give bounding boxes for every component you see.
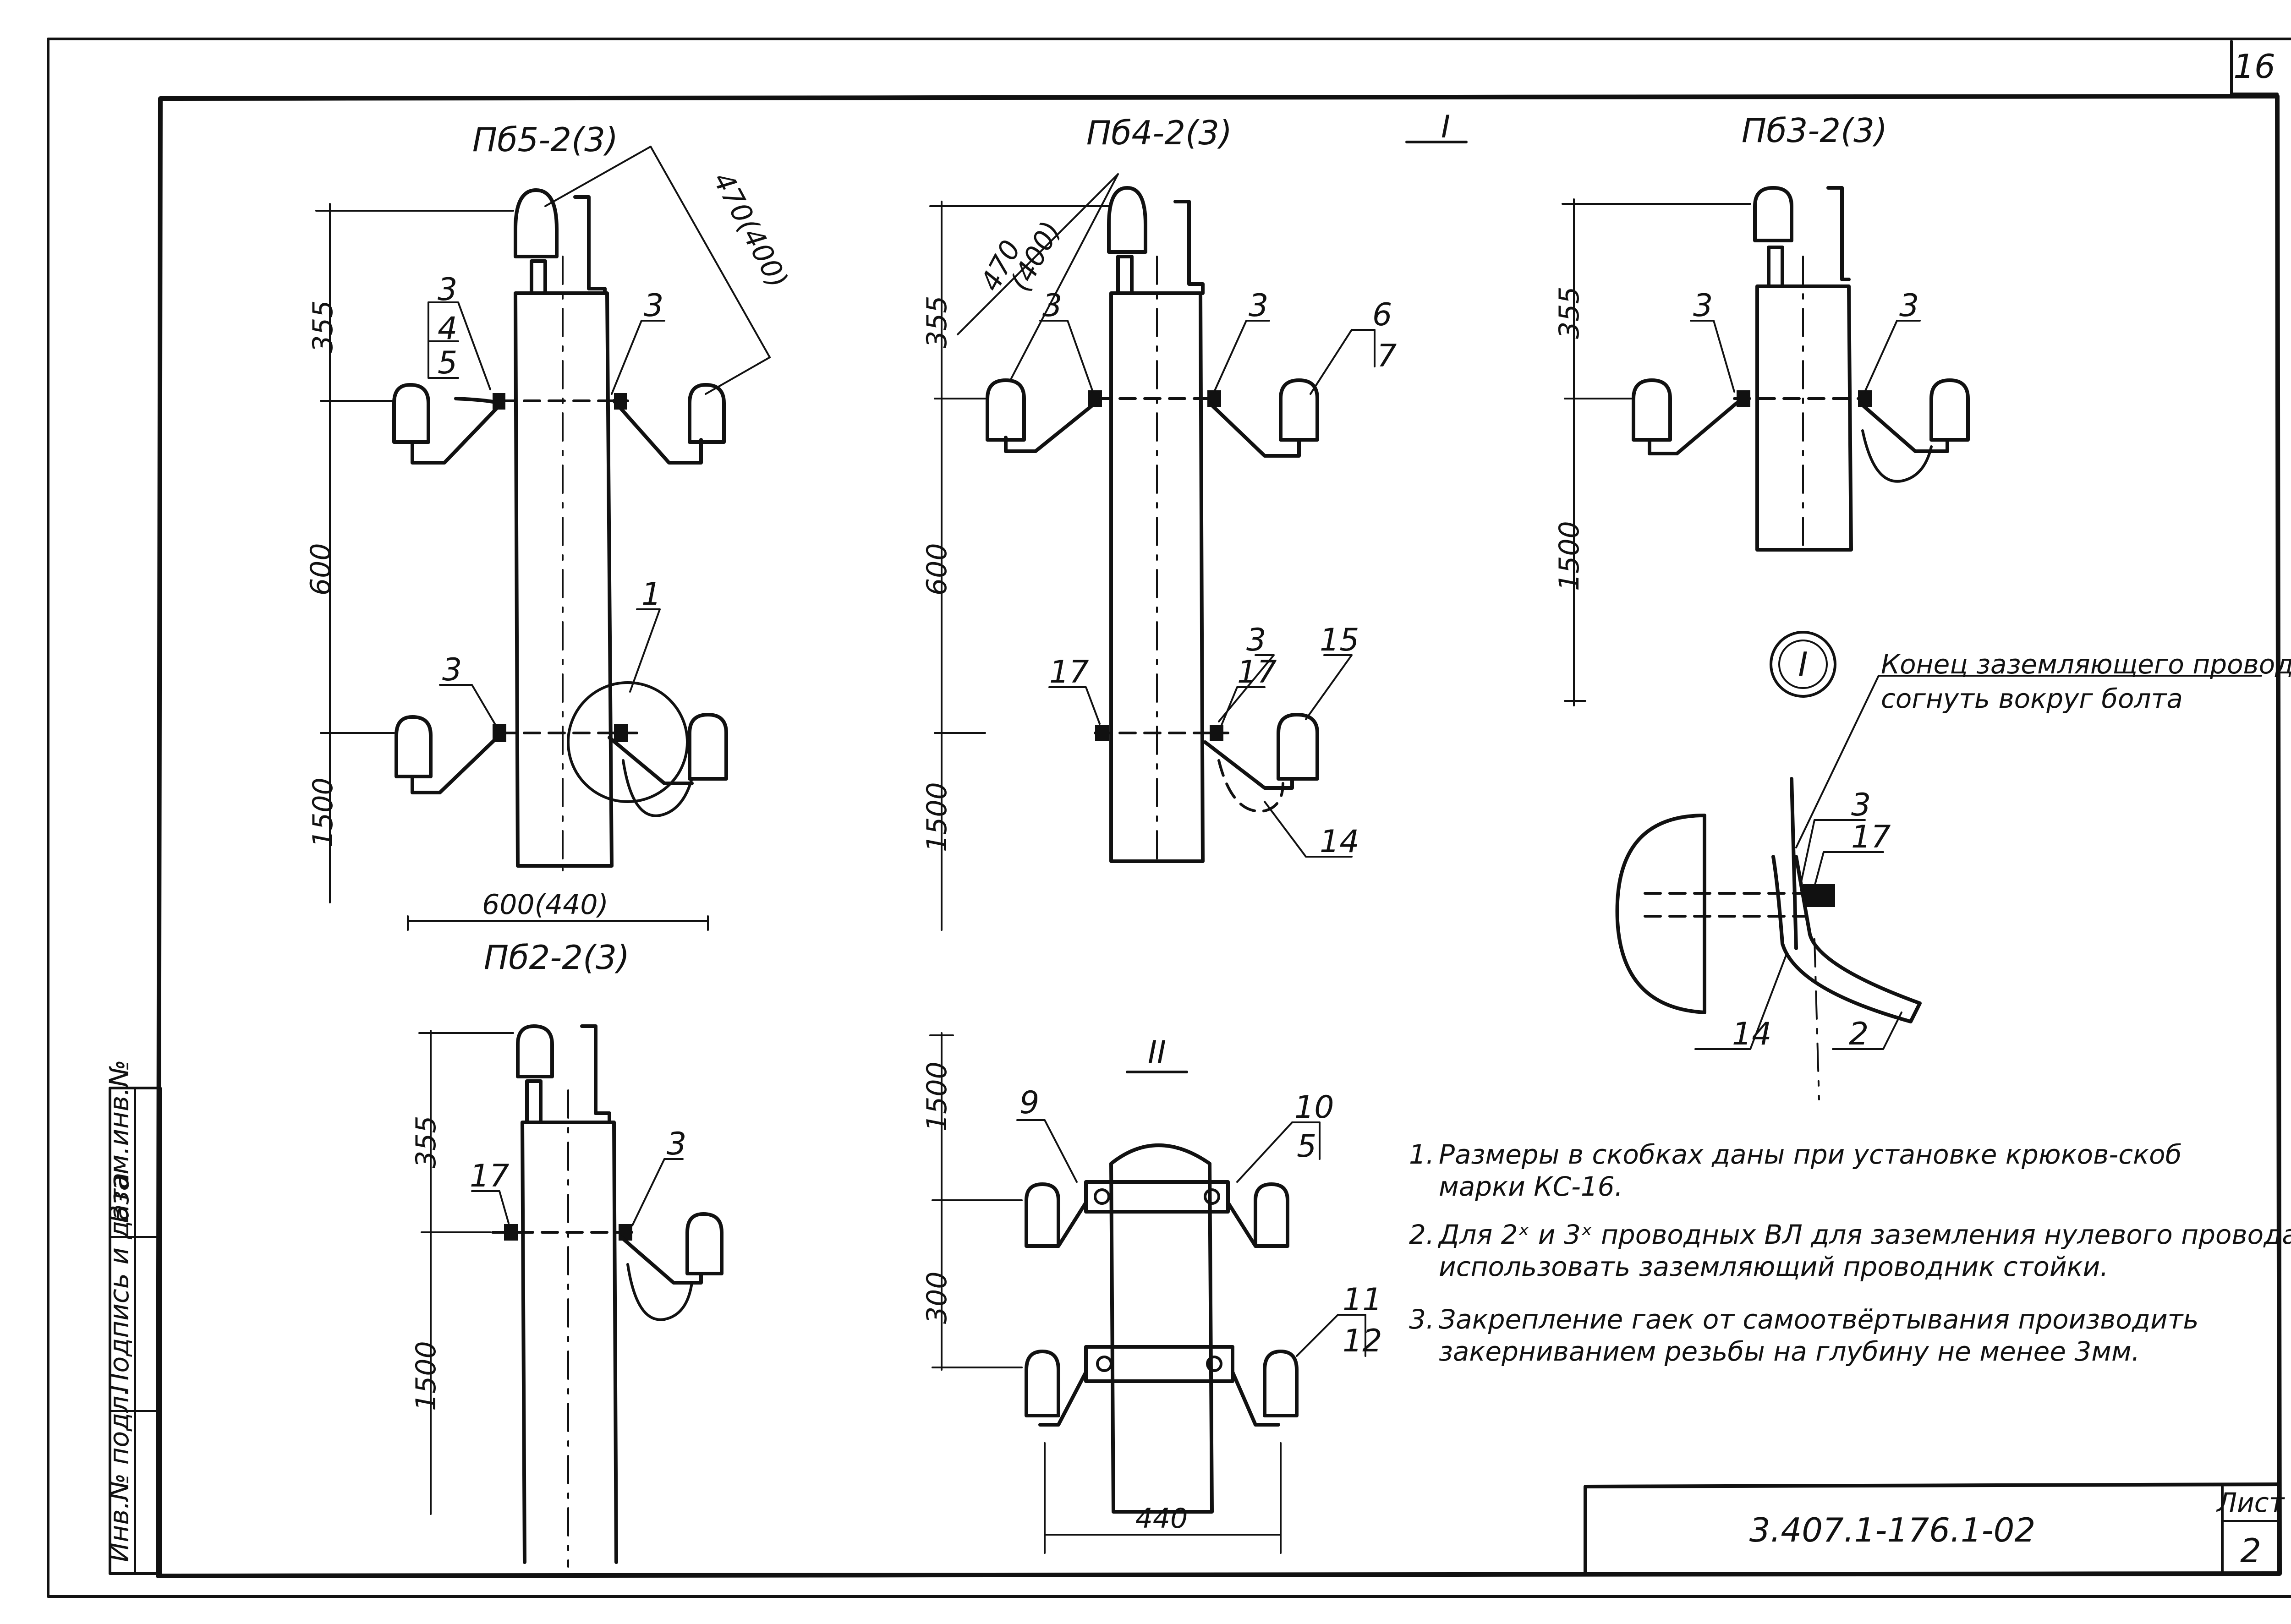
dim-pb3-355: 355	[1553, 286, 1585, 339]
dim-pb3-1500: 1500	[1553, 521, 1585, 591]
dim-pb2-355: 355	[410, 1115, 442, 1168]
sheet-number: 16	[2233, 47, 2275, 86]
dim-pb4-1500: 1500	[921, 782, 953, 852]
pos-detail-14: 14	[1732, 1016, 1772, 1052]
dim-pb5-600: 600	[305, 543, 337, 596]
sheet-label: Лист	[2216, 1487, 2286, 1518]
dim-pb4-355: 355	[921, 295, 953, 348]
pos-detail-2: 2	[1849, 1016, 1869, 1052]
pos-two-11: 11	[1343, 1282, 1382, 1318]
note-3-num: 3.	[1409, 1304, 1434, 1335]
note-2-num: 2.	[1409, 1219, 1434, 1250]
dim-pb5-600-440: 600(440)	[482, 889, 608, 921]
pos-pb5-5: 5	[438, 345, 457, 381]
detail-note-line1: Конец заземляющего проводника	[1881, 649, 2291, 680]
stamp-signature-date: Подпись и дата	[104, 1173, 135, 1393]
section-mark-one: I	[1441, 109, 1450, 145]
view-two	[929, 1032, 1366, 1554]
pos-pb4-6: 6	[1372, 297, 1392, 333]
pos-two-10: 10	[1294, 1089, 1334, 1126]
view-pb3: Пб3-2(3)	[1562, 111, 1970, 706]
sheet-frame	[47, 38, 2291, 1598]
detail-one	[1615, 675, 2262, 1100]
pos-pb5-4: 4	[438, 311, 457, 347]
notes-block: 1. Размеры в скобках даны при установке …	[1409, 1139, 2291, 1367]
dim-pb5-355: 355	[307, 300, 339, 353]
view-title-pb2: Пб2-2(3)	[484, 938, 630, 977]
note-2-line1: Для 2ˣ и 3ˣ проводных ВЛ для заземления …	[1437, 1219, 2291, 1250]
stamp-replaced-inv: Взам.инв.№	[104, 1060, 135, 1223]
view-pb4: Пб4-2(3)	[929, 114, 1376, 931]
dim-two-440: 440	[1135, 1503, 1188, 1535]
pos-pb3-3b: 3	[1899, 288, 1919, 324]
note-2-line2: использовать заземляющий проводник стойк…	[1439, 1251, 2109, 1282]
note-1-line1: Размеры в скобках даны при установке крю…	[1439, 1139, 2181, 1170]
dim-pb2-1500: 1500	[410, 1341, 442, 1411]
view-title-pb3: Пб3-2(3)	[1742, 111, 1887, 150]
view-title-pb4: Пб4-2(3)	[1086, 114, 1232, 152]
pos-pb5-3a: 3	[438, 272, 457, 308]
stamp-inv-number: Инв.№ подл.	[104, 1387, 135, 1562]
pos-pb4-17b: 17	[1237, 654, 1277, 690]
pos-detail-3: 3	[1851, 787, 1871, 823]
dim-pb5-1500: 1500	[307, 777, 339, 848]
title-block	[1584, 1482, 2281, 1575]
pos-pb4-7: 7	[1377, 338, 1397, 374]
dim-two-300: 300	[921, 1271, 953, 1324]
pos-pb5-3b: 3	[644, 288, 663, 324]
left-stamp	[109, 1087, 162, 1575]
sheet-page: 2	[2240, 1531, 2261, 1570]
document-code: 3.407.1-176.1-02	[1749, 1511, 2036, 1549]
pos-pb4-3a: 3	[1042, 288, 1062, 324]
section-mark-two: II	[1148, 1034, 1166, 1071]
pos-pb5-3c: 3	[442, 652, 462, 688]
pos-pb4-3c: 3	[1246, 622, 1266, 658]
dim-pb4-600: 600	[921, 543, 953, 596]
callout-detail-one: I	[1798, 645, 1808, 684]
note-3-line2: закерниванием резьбы на глубину не менее…	[1439, 1336, 2140, 1367]
pos-pb2-3: 3	[667, 1126, 686, 1162]
pos-two-12: 12	[1343, 1323, 1382, 1359]
pos-pb4-15: 15	[1320, 622, 1359, 658]
pos-pb4-14: 14	[1320, 824, 1359, 860]
note-1-num: 1.	[1409, 1139, 1434, 1170]
note-3-line1: Закрепление гаек от самоотвёртывания про…	[1439, 1304, 2199, 1335]
note-1-line2: марки КС-16.	[1439, 1171, 1623, 1202]
pos-pb4-17a: 17	[1049, 654, 1089, 690]
detail-note-line2: согнуть вокруг болта	[1881, 683, 2183, 714]
pos-pb5-1: 1	[641, 576, 661, 612]
view-title-pb5: Пб5-2(3)	[472, 120, 618, 159]
dim-two-1500: 1500	[921, 1061, 953, 1132]
view-pb2: Пб2-2(3)	[418, 938, 723, 1568]
pos-two-5: 5	[1297, 1128, 1316, 1165]
dim-pb5-470-400: 470(400)	[707, 167, 794, 293]
pos-two-9: 9	[1019, 1085, 1039, 1121]
pos-pb4-3b: 3	[1249, 288, 1268, 324]
pos-pb3-3a: 3	[1693, 288, 1713, 324]
pos-detail-17: 17	[1851, 819, 1891, 855]
pos-pb2-17: 17	[470, 1158, 510, 1194]
view-pb5: Пб5-2(3)	[315, 120, 771, 931]
